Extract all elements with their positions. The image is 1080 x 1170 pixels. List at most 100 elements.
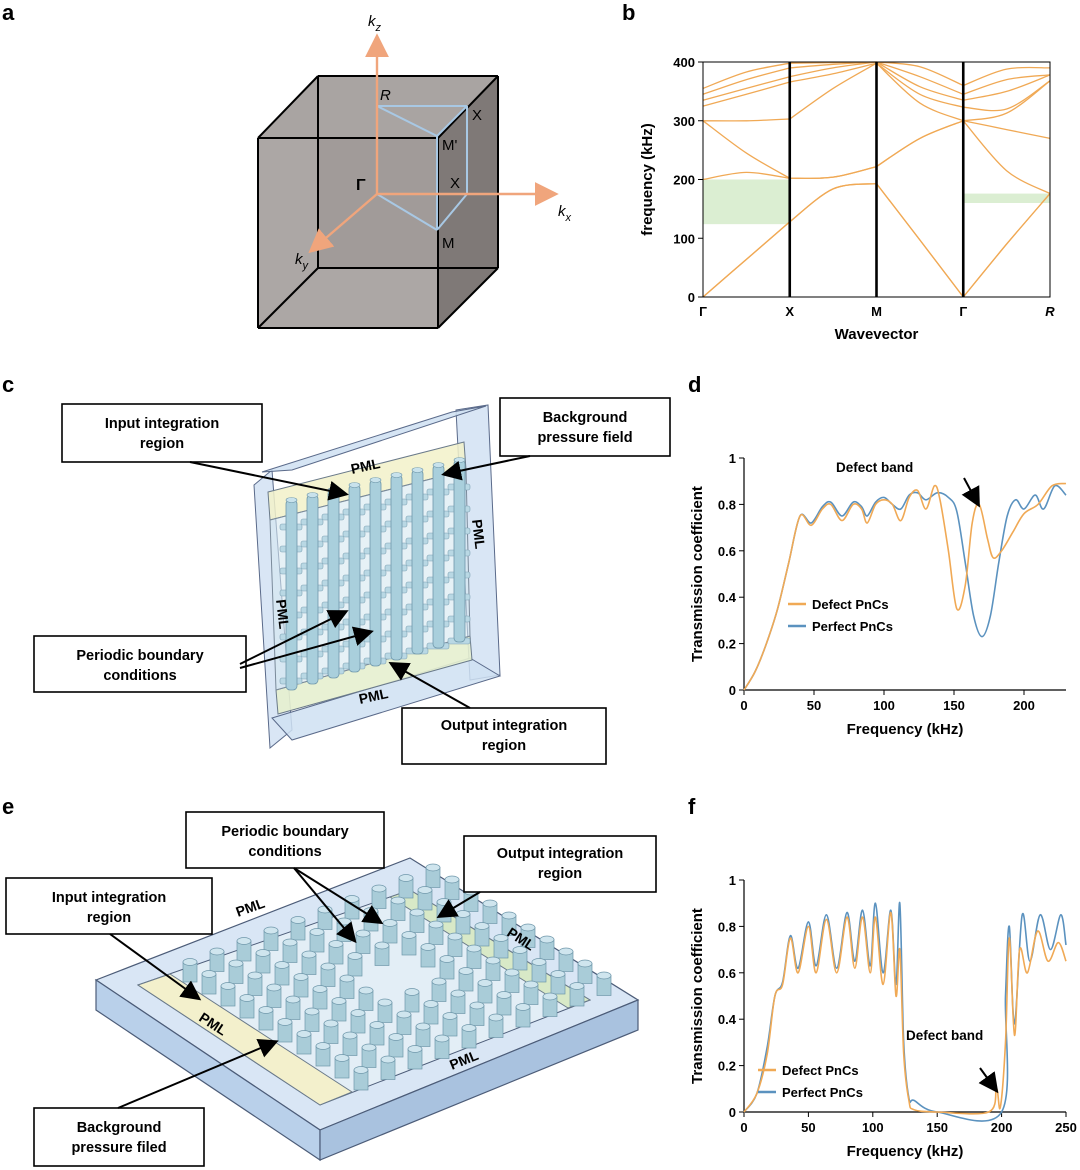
pillar-top	[377, 998, 393, 1007]
pillar-top	[274, 961, 290, 969]
pillar-top	[369, 1021, 385, 1029]
pillar-top	[334, 1054, 350, 1062]
pillar-top	[398, 874, 414, 882]
defect-band-arrow	[961, 477, 980, 508]
pillar-top	[342, 1031, 358, 1040]
pillar-top	[447, 932, 463, 941]
pillar-top	[404, 988, 420, 996]
pillar-top	[461, 1024, 477, 1032]
x-tick-label: R	[1045, 304, 1055, 319]
band-branch-5-seg-0	[702, 81, 790, 107]
pillar-top	[434, 1034, 450, 1043]
pillar-top	[415, 1022, 431, 1031]
band-branch-7-seg-2	[876, 61, 964, 95]
rod-cap	[411, 467, 424, 473]
y-tick-label: 200	[673, 173, 695, 188]
pillar-top	[304, 1007, 320, 1016]
pillar-top	[482, 899, 498, 908]
pillar-top	[550, 970, 566, 978]
band-branch-4-seg-1	[789, 62, 877, 120]
vertical-rod	[453, 459, 466, 643]
band-branch-1-seg-0	[702, 221, 791, 298]
pillar-top	[523, 980, 539, 989]
pillar-top	[388, 1033, 404, 1041]
pillar-top	[309, 928, 325, 936]
gamma-point-label: Γ	[356, 177, 366, 194]
band-branch-3-seg-2	[876, 120, 964, 168]
pillar-top	[209, 947, 225, 956]
input-region-e	[136, 973, 354, 1106]
callout-background-c: Background pressure field	[499, 397, 671, 457]
pml-label-bottom-c: PML	[357, 685, 390, 707]
x-tick-label: Γ	[959, 304, 967, 319]
svg-text:region: region	[538, 866, 582, 882]
rod-cap	[453, 457, 466, 463]
pillar-top	[409, 908, 425, 917]
pillar-top	[420, 943, 436, 951]
y-tick-label: 0.2	[718, 637, 736, 652]
x-tick-label: Γ	[699, 304, 707, 319]
pointer-background-e	[117, 1038, 279, 1109]
simulation-model-c: PML PML PML PML Input integration region…	[33, 397, 671, 765]
band-branch-7-seg-3	[963, 74, 1051, 95]
x-mid-point-label: X	[450, 175, 460, 192]
pillar-top	[282, 938, 298, 947]
vertical-rod	[411, 469, 424, 655]
pillar-top	[236, 937, 252, 945]
pillar-top	[531, 958, 547, 966]
pillar-top	[277, 1018, 293, 1026]
m-prime-point-label: M'	[442, 137, 457, 154]
x-tick-label: M	[871, 304, 882, 319]
band-branch-2-seg-2	[876, 120, 964, 168]
pillar-top	[247, 971, 263, 980]
svg-text:Background: Background	[77, 1120, 162, 1136]
pointer-periodic-c-2	[239, 626, 374, 669]
simulation-model-e: PML PML PML PML Periodic boundary condit…	[5, 811, 657, 1167]
y-axis-title: frequency (kHz)	[639, 123, 656, 236]
pml-label-top-c: PML	[349, 455, 382, 477]
pml-top-slab	[261, 405, 487, 473]
pillar-top	[439, 955, 455, 963]
y-tick-label: 0.4	[718, 1012, 737, 1027]
y-tick-label: 0.8	[718, 919, 736, 934]
pillar-top	[296, 1030, 312, 1038]
band-branch-8-seg-0	[702, 62, 790, 90]
x-axis-title: Wavevector	[835, 326, 919, 343]
pillar-top	[374, 941, 390, 950]
pillar-top	[444, 875, 460, 884]
pillar-top	[239, 994, 255, 1002]
kx-label: kx	[558, 203, 572, 224]
band-branch-5-seg-1	[789, 62, 877, 83]
pml-right-edge-e	[319, 999, 639, 1161]
svg-text:Periodic boundary: Periodic boundary	[76, 648, 203, 664]
band-branch-1-seg-3	[962, 193, 1051, 298]
band-branch-2-seg-3	[962, 120, 1051, 195]
legend-label-0: Defect PnCs	[782, 1063, 859, 1078]
pillar-top	[442, 1012, 458, 1020]
kz-label: kz	[368, 13, 382, 34]
pillar-top	[520, 923, 536, 932]
pillar-top	[339, 974, 355, 983]
pml-label-right-c: PML	[469, 518, 489, 550]
y-tick-label: 0	[729, 1105, 736, 1120]
pillar-top	[361, 1043, 377, 1052]
pillar-top	[577, 959, 593, 968]
band-branch-3-seg-0	[702, 120, 791, 179]
panel-letter-d: d	[688, 372, 701, 397]
ky-label: ky	[295, 251, 310, 272]
callout-periodic-e: Periodic boundary conditions	[185, 811, 385, 869]
pillar-top	[504, 968, 520, 977]
svg-text:Output integration: Output integration	[441, 718, 567, 734]
vertical-rod	[285, 499, 298, 691]
svg-text:pressure field: pressure field	[537, 430, 632, 446]
rod-cap	[348, 482, 361, 488]
m-point-label: M	[442, 235, 455, 252]
pillar-top	[347, 952, 363, 960]
legend-label-0: Defect PnCs	[812, 597, 889, 612]
pillar-top	[474, 922, 490, 930]
pillar-top	[450, 989, 466, 998]
y-tick-label: 400	[673, 55, 695, 70]
callout-input-c: Input integration region	[61, 403, 263, 463]
